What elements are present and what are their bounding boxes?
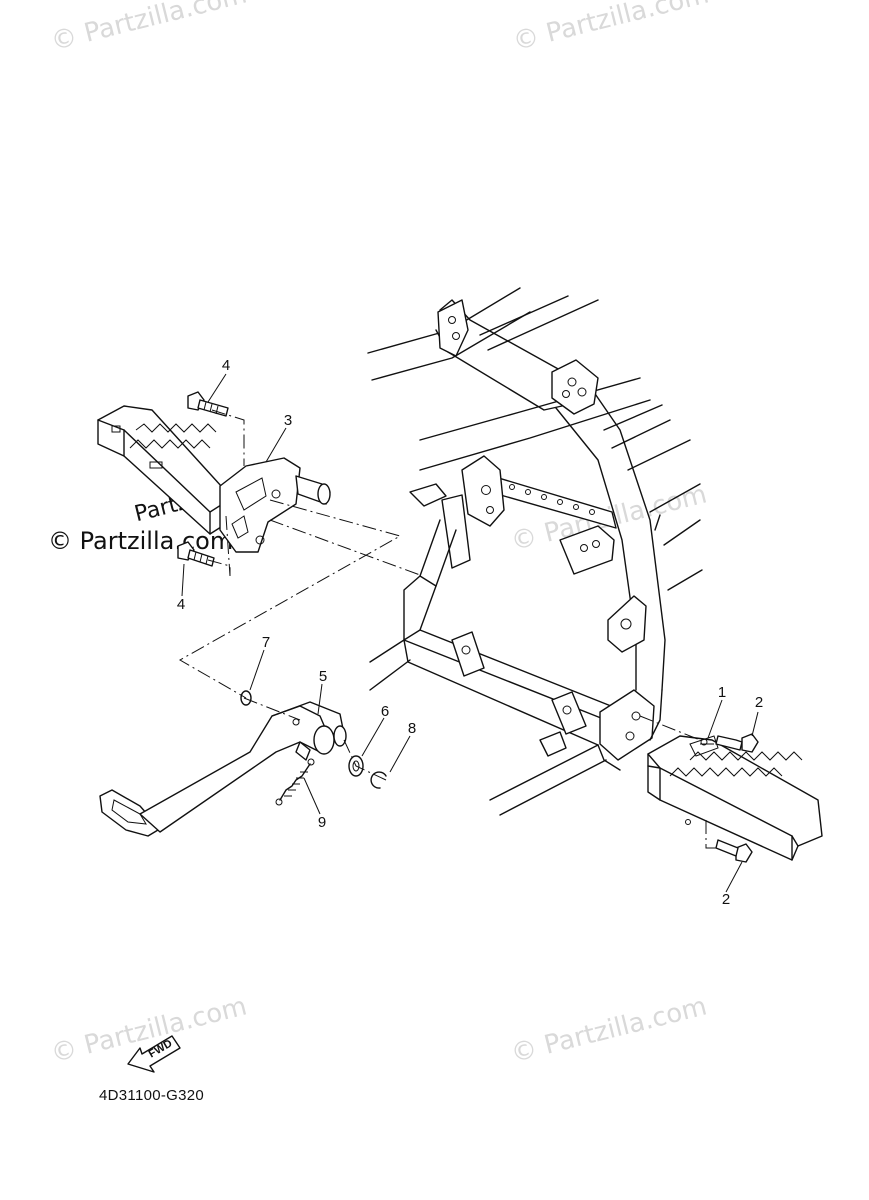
left-footrest: [97, 405, 233, 535]
callout-8: 8: [407, 720, 417, 737]
callout-2-upper: 2: [754, 694, 764, 711]
bolt-part-4-lower: [177, 541, 215, 567]
callout-4-upper: 4: [221, 357, 231, 374]
right-footrest: [647, 735, 823, 861]
bolt-part-2-upper: [715, 733, 759, 753]
callout-9: 9: [317, 814, 327, 831]
callout-5: 5: [318, 668, 328, 685]
callout-3: 3: [283, 412, 293, 429]
callout-1: 1: [717, 684, 727, 701]
bolt-part-4-upper: [187, 391, 229, 417]
callout-2-lower: 2: [721, 891, 731, 908]
watermark-side: © Partzilla.com: [48, 527, 234, 555]
footrest-bracket: [219, 457, 331, 553]
callout-6: 6: [380, 703, 390, 720]
clip-part-8: [370, 771, 387, 789]
frame: [367, 287, 703, 816]
diagram-code: 4D31100-G320: [99, 1087, 205, 1104]
bolt-part-2-lower: [715, 839, 753, 863]
assembly-lines: [178, 409, 720, 849]
callout-7: 7: [261, 634, 271, 651]
brake-pedal: [99, 701, 347, 837]
callout-leaders: [181, 373, 759, 893]
fwd-arrow-icon: [127, 1035, 181, 1073]
callout-4-lower: 4: [176, 596, 186, 613]
spring-part-9: [275, 758, 315, 806]
